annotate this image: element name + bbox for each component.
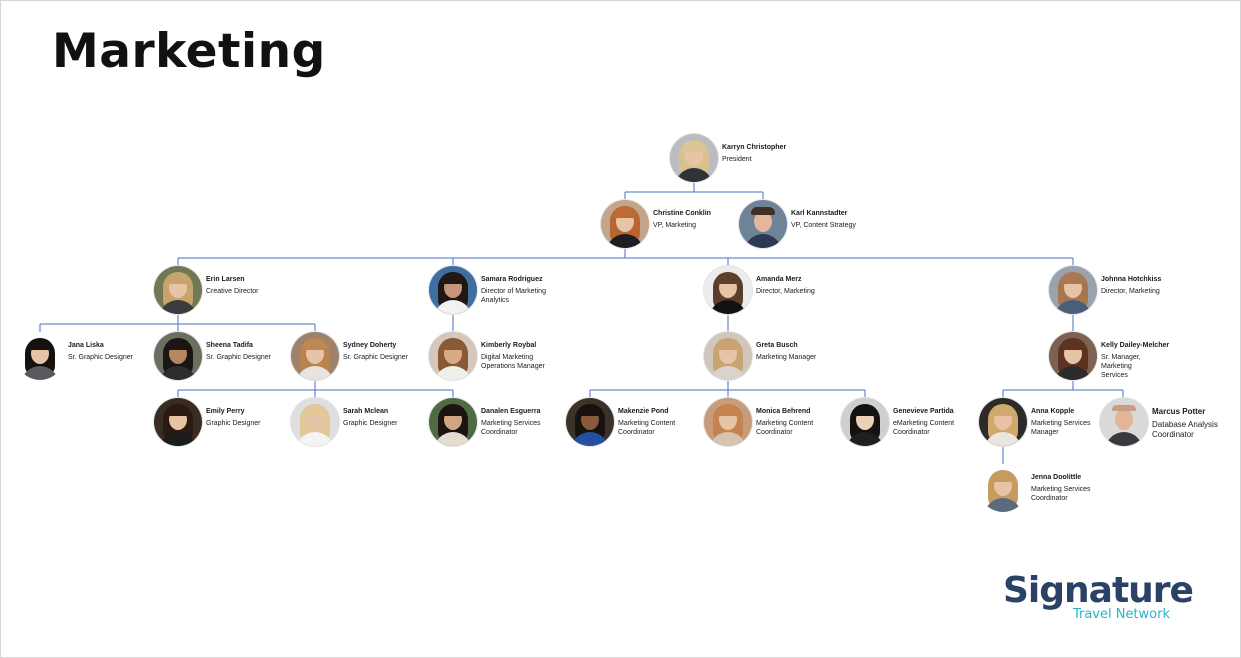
person-name: Erin Larsen	[206, 274, 356, 285]
person-name: Kimberly Roybal	[481, 340, 631, 351]
avatar	[704, 398, 752, 446]
connector-president	[625, 182, 763, 202]
avatar	[1100, 398, 1148, 446]
person-name: Amanda Merz	[756, 274, 906, 285]
avatar	[1049, 266, 1097, 314]
person-name: Samara Rodriguez	[481, 274, 631, 285]
avatar	[154, 332, 202, 380]
avatar	[429, 332, 477, 380]
person-role: President	[722, 155, 872, 164]
person-role: Director of Marketing Analytics	[481, 287, 631, 305]
person-role: Sr. Manager, Marketing Services	[1101, 353, 1241, 380]
connector-sydney	[178, 380, 453, 400]
avatar	[566, 398, 614, 446]
person-role: Creative Director	[206, 287, 356, 296]
person-role: Marketing Services Coordinator	[1031, 485, 1181, 503]
avatar	[739, 200, 787, 248]
person-name: Greta Busch	[756, 340, 906, 351]
avatar	[154, 266, 202, 314]
person-role: Digital Marketing Operations Manager	[481, 353, 631, 371]
person-name: Karl Kannstadter	[791, 208, 941, 219]
logo-wordmark: Signature	[1003, 572, 1178, 610]
avatar	[601, 200, 649, 248]
person-role: Director, Marketing	[756, 287, 906, 296]
avatar	[979, 398, 1027, 446]
avatar	[291, 398, 339, 446]
avatar	[704, 266, 752, 314]
avatar	[670, 134, 718, 182]
avatar	[1049, 332, 1097, 380]
avatar	[704, 332, 752, 380]
connector-kelly	[1003, 380, 1123, 400]
avatar	[979, 464, 1027, 512]
connector-erin	[40, 314, 315, 334]
person-name: Kelly Dailey-Melcher	[1101, 340, 1241, 351]
avatar	[429, 266, 477, 314]
avatar	[16, 332, 64, 380]
avatar	[841, 398, 889, 446]
person-role: Marketing Manager	[756, 353, 906, 362]
person-role: Director, Marketing	[1101, 287, 1241, 296]
person-role: Database Analysis Coordinator	[1152, 420, 1241, 440]
avatar	[291, 332, 339, 380]
person-role: VP, Content Strategy	[791, 221, 941, 230]
connector-greta	[590, 380, 865, 400]
logo-subtitle: Travel Network	[1073, 607, 1170, 622]
person-name: Karryn Christopher	[722, 142, 872, 153]
company-logo: Signature Travel Network	[1003, 572, 1178, 628]
person-name: Marcus Potter	[1152, 406, 1241, 418]
connector-vp-marketing	[178, 248, 1073, 266]
person-name: Jenna Doolittle	[1031, 472, 1181, 483]
avatar	[154, 398, 202, 446]
avatar	[429, 398, 477, 446]
person-name: Johnna Hotchkiss	[1101, 274, 1241, 285]
